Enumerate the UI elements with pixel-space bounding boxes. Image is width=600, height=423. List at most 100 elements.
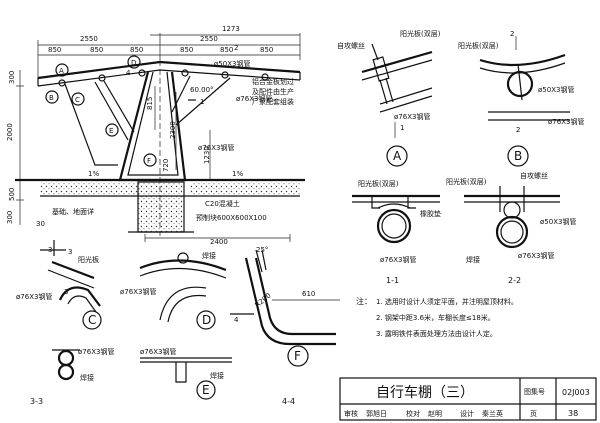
slope-left: 1% bbox=[88, 170, 99, 178]
detail-d-mark: D bbox=[202, 313, 211, 327]
sec33-title: 3-3 bbox=[30, 397, 43, 406]
detail-a bbox=[361, 43, 433, 167]
review-label: 审核 bbox=[344, 409, 358, 418]
section-2-2 bbox=[464, 186, 560, 249]
section-3-3 bbox=[52, 349, 80, 381]
callout-c bbox=[71, 92, 85, 106]
detail-f-mark: F bbox=[294, 349, 301, 363]
dim-bottom: 2400 bbox=[210, 238, 228, 246]
detail-e-pipe: ø76X3钢管 bbox=[140, 347, 176, 356]
detail-b-pipe-bottom: ø76X3钢管 bbox=[548, 117, 584, 126]
page-label: 页 bbox=[530, 410, 537, 418]
dim-top-3: 1273 bbox=[222, 25, 240, 33]
sec11-pipe: ø76X3钢管 bbox=[380, 255, 416, 264]
d44-title: 4-4 bbox=[282, 397, 295, 406]
sec22-bolt: 自攻螺丝 bbox=[520, 171, 548, 180]
pipe-lower-label: ø76X3钢管 bbox=[198, 143, 234, 152]
dim-left-2: 2000 bbox=[6, 123, 14, 141]
sec-mark-2: 2 bbox=[234, 44, 238, 52]
sec-mark-1: 1 bbox=[200, 98, 204, 106]
d44-angle: 25° bbox=[256, 246, 268, 254]
angle-label: 60.00° bbox=[190, 86, 214, 94]
detail-b-sec-top: 2 bbox=[510, 30, 514, 38]
detail-e bbox=[140, 357, 232, 400]
dim-top-7: 850 bbox=[180, 46, 193, 54]
sec22-weld: 焊接 bbox=[466, 255, 480, 264]
detail-a-sec: 1 bbox=[400, 124, 404, 132]
detail-b-mark: B bbox=[514, 149, 522, 163]
dim-top-2: 2550 bbox=[200, 35, 218, 43]
detail-c-panel: 阳光板 bbox=[78, 255, 99, 264]
sec11-pad: 橡胶垫 bbox=[420, 209, 441, 218]
callout-a-letter: A bbox=[59, 67, 64, 75]
detail-a-panel: 阳光板(双层) bbox=[400, 29, 441, 38]
dim-mid-1: 815 bbox=[146, 97, 154, 110]
floor-ref: 30 bbox=[36, 220, 45, 228]
pipe-mid-label: ø76X3钢管 bbox=[236, 94, 272, 103]
detail-d-pipe: ø76X3钢管 bbox=[120, 287, 156, 296]
foundation-label: C20混凝土 bbox=[205, 199, 240, 208]
design-label: 设计 bbox=[460, 409, 474, 418]
fittings-note-1: 铝合金板划过 bbox=[252, 77, 294, 86]
dim-mid-4: 1230 bbox=[203, 146, 211, 164]
note-2: 2. 钢架中距3.6米，车棚长度≤18米。 bbox=[376, 313, 495, 322]
dim-left-1: 300 bbox=[8, 71, 16, 84]
check-label: 校对 bbox=[406, 409, 420, 418]
detail-c-num: 3 bbox=[68, 248, 72, 256]
sheet-title: 自行车棚（三） bbox=[376, 384, 474, 401]
callout-e-letter: E bbox=[109, 127, 113, 135]
slope-right: 1% bbox=[232, 170, 243, 178]
embed-label: 预制块600X600X100 bbox=[196, 213, 267, 222]
dim-mid-2: 2300 bbox=[169, 121, 177, 139]
note-1: 1. 选用时设计人须定平面，并注明屋顶材料。 bbox=[376, 297, 518, 306]
dim-left-3: 500 bbox=[8, 188, 16, 201]
detail-b bbox=[479, 36, 570, 167]
dim-top-6: 850 bbox=[130, 46, 143, 54]
callout-c-letter: C bbox=[75, 96, 80, 104]
fittings-note-3: 厂家配套组装 bbox=[252, 97, 294, 106]
sec22-pipe-bottom: ø76X3钢管 bbox=[518, 251, 554, 260]
detail-a-pipe: ø76X3钢管 bbox=[394, 112, 430, 121]
detail-b-pipe-top: ø50X3钢管 bbox=[538, 85, 574, 94]
detail-c-sec: 3 bbox=[64, 288, 68, 296]
check-signature: 赵明 bbox=[428, 409, 442, 418]
sec11-panel: 阳光板(双层) bbox=[358, 179, 399, 188]
d44-dim: 610 bbox=[302, 290, 315, 298]
pipe-top-label: ø50X3钢管 bbox=[214, 59, 250, 68]
callout-f-letter: F bbox=[147, 157, 151, 165]
dim-mid-3: 720 bbox=[162, 159, 170, 172]
detail-c-mark: C bbox=[88, 313, 96, 327]
callout-b-letter: B bbox=[49, 94, 54, 102]
callout-e bbox=[105, 123, 119, 137]
detail-b-panel: 阳光板(双层) bbox=[458, 41, 499, 50]
dim-top-4: 850 bbox=[48, 46, 61, 54]
sec33-pipe: ø76X3钢管 bbox=[78, 347, 114, 356]
floor-label: 基础、地面详 bbox=[52, 207, 94, 216]
page-number: 38 bbox=[568, 409, 578, 418]
detail-c-pipe: ø76X3钢管 bbox=[16, 292, 52, 301]
detail-e-mark: E bbox=[202, 383, 210, 397]
detail-4-4 bbox=[230, 249, 340, 367]
sec11-title: 1-1 bbox=[386, 276, 399, 285]
dim-top-8: 850 bbox=[220, 46, 233, 54]
dim-top-5: 850 bbox=[90, 46, 103, 54]
detail-a-bolt: 自攻螺丝 bbox=[337, 41, 365, 50]
detail-d-weld: 焊接 bbox=[202, 251, 216, 260]
atlas-number: 02J003 bbox=[562, 388, 590, 397]
shed-elevation bbox=[15, 33, 305, 256]
fittings-note-2: 及配件由生产 bbox=[252, 87, 294, 96]
callout-d-letter: D bbox=[131, 59, 136, 67]
sec22-panel: 阳光板(双层) bbox=[446, 177, 487, 186]
sec22-pipe-top: ø50X3钢管 bbox=[540, 217, 576, 226]
section-1-1 bbox=[352, 194, 440, 244]
callout-a bbox=[55, 63, 69, 77]
sec-mark-4: 4 bbox=[126, 69, 131, 77]
sec22-title: 2-2 bbox=[508, 276, 521, 285]
detail-d bbox=[139, 252, 227, 330]
callout-b bbox=[45, 90, 59, 104]
detail-e-weld: 焊接 bbox=[210, 371, 224, 380]
note-3: 3. 露明铁件表面处理方法由设计人定。 bbox=[376, 329, 497, 338]
dim-top-9: 850 bbox=[260, 46, 273, 54]
